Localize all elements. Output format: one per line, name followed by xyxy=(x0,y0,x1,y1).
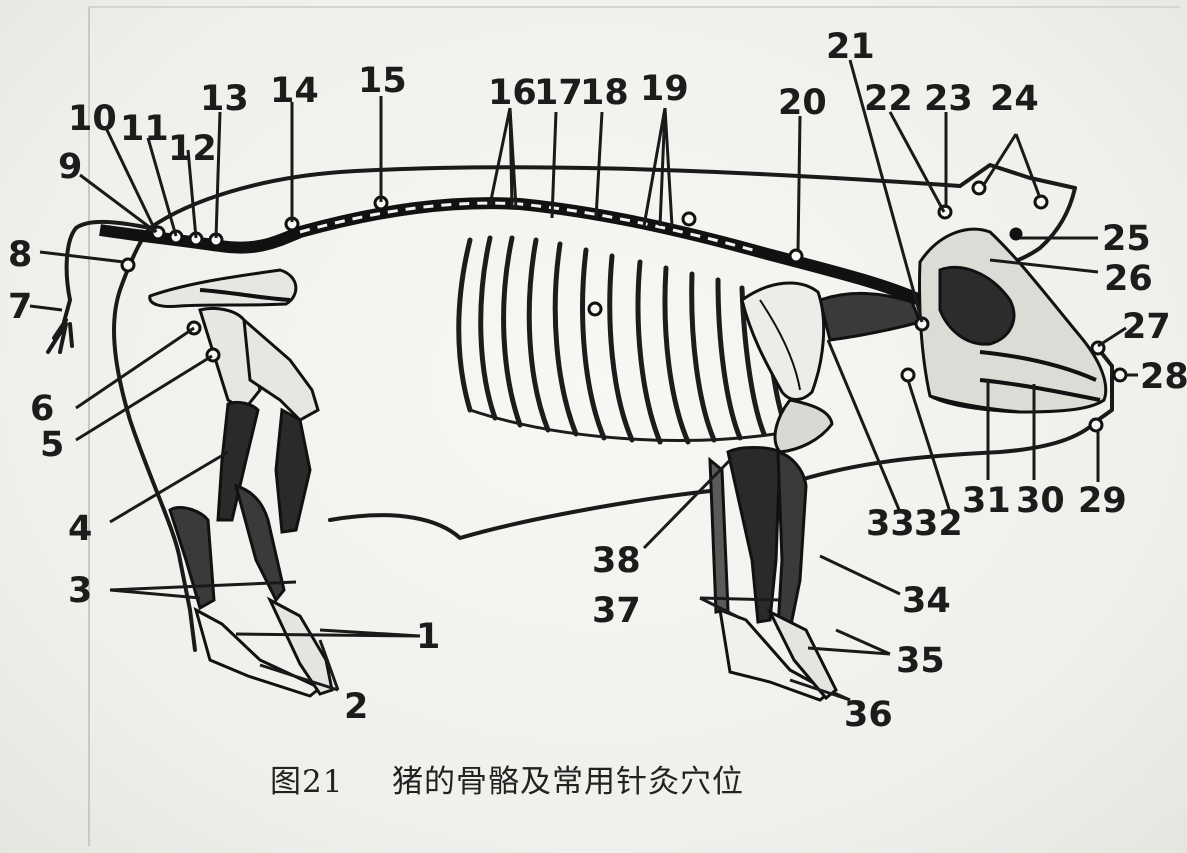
acupoint-28 xyxy=(1114,369,1126,381)
label-12: 12 xyxy=(168,129,217,169)
label-24: 24 xyxy=(990,79,1039,119)
label-22: 22 xyxy=(864,79,913,119)
label-37: 37 xyxy=(592,591,641,631)
label-29: 29 xyxy=(1078,481,1127,521)
acupoint-20 xyxy=(790,250,802,262)
front-leg xyxy=(710,400,836,700)
label-26: 26 xyxy=(1104,259,1153,299)
acupoint-32 xyxy=(902,369,914,381)
label-2: 2 xyxy=(344,687,368,727)
label-17: 17 xyxy=(534,73,583,113)
label-19: 19 xyxy=(640,69,689,109)
label-23: 23 xyxy=(924,79,973,119)
label-4: 4 xyxy=(68,509,92,549)
acupoint-25 xyxy=(1011,229,1021,239)
label-35: 35 xyxy=(896,641,945,681)
label-32: 32 xyxy=(914,504,963,544)
label-30: 30 xyxy=(1016,481,1065,521)
label-21: 21 xyxy=(826,27,875,67)
rib-cage xyxy=(459,238,800,442)
label-10: 10 xyxy=(68,99,117,139)
label-36: 36 xyxy=(844,695,893,735)
label-38: 38 xyxy=(592,541,641,581)
label-5: 5 xyxy=(40,425,64,465)
label-14: 14 xyxy=(270,71,319,111)
acupoint-24-right xyxy=(1035,196,1047,208)
label-11: 11 xyxy=(120,109,169,149)
caption-title: 猪的骨骼及常用针灸穴位 xyxy=(392,764,744,800)
label-25: 25 xyxy=(1102,219,1151,259)
label-8: 8 xyxy=(8,235,32,275)
label-1: 1 xyxy=(416,617,440,657)
label-13: 13 xyxy=(200,79,249,119)
caption-number: 图21 xyxy=(270,764,343,800)
label-27: 27 xyxy=(1122,307,1171,347)
label-3: 3 xyxy=(68,571,92,611)
figure-caption: 图21 猪的骨骼及常用针灸穴位 xyxy=(270,764,744,800)
label-9: 9 xyxy=(58,147,82,187)
label-31: 31 xyxy=(962,481,1011,521)
label-18: 18 xyxy=(580,73,629,113)
label-15: 15 xyxy=(358,61,407,101)
acupoint-29 xyxy=(1090,419,1102,431)
pelvis xyxy=(150,270,296,307)
label-33: 33 xyxy=(866,504,915,544)
tail xyxy=(48,222,150,352)
skull xyxy=(919,229,1105,412)
label-20: 20 xyxy=(778,83,827,123)
acupoint-18-lower xyxy=(589,303,601,315)
label-6: 6 xyxy=(30,389,54,429)
label-7: 7 xyxy=(8,287,32,327)
label-16: 16 xyxy=(488,73,537,113)
scapula xyxy=(742,283,824,400)
label-28: 28 xyxy=(1140,357,1187,397)
acupoint-19 xyxy=(683,213,695,225)
label-34: 34 xyxy=(902,581,951,621)
